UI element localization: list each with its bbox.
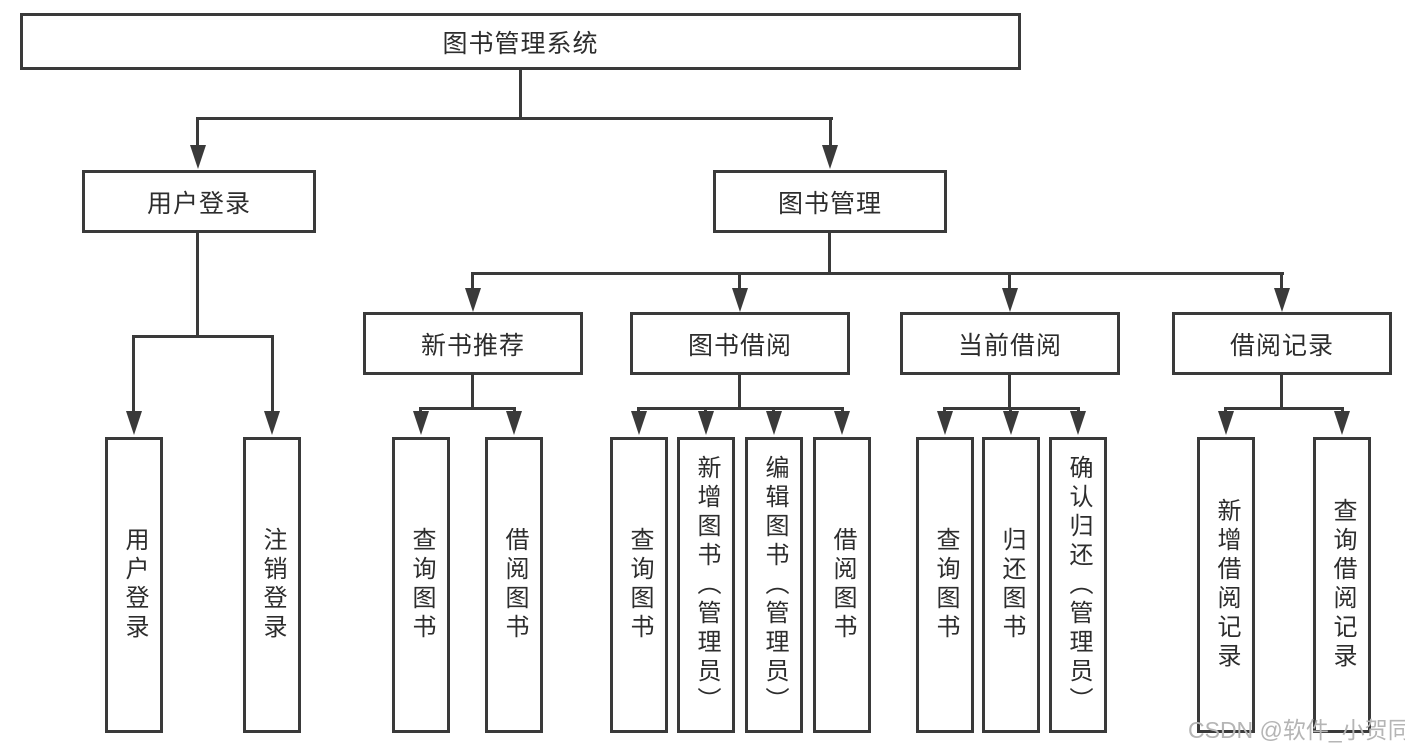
node-label: 新增图书（管理员） xyxy=(693,454,720,716)
connector-book-management-crossbar xyxy=(471,272,1284,275)
node-label: 图书管理系统 xyxy=(442,29,599,58)
arrowhead-down-icon xyxy=(766,411,782,435)
connector-user-login-stem xyxy=(196,233,199,338)
node-label: 用户登录 xyxy=(146,189,251,218)
leaf-logout: 注销登录 xyxy=(243,437,301,733)
node-borrowing-records: 借阅记录 xyxy=(1172,312,1392,375)
node-label: 借阅图书 xyxy=(501,527,528,643)
connector-borrowing-stem xyxy=(738,375,741,410)
node-label: 归还图书 xyxy=(998,527,1025,643)
arrowhead-down-icon xyxy=(126,411,142,435)
node-label: 新书推荐 xyxy=(420,331,525,360)
node-label: 用户登录 xyxy=(121,527,148,643)
node-current-borrowing: 当前借阅 xyxy=(900,312,1120,375)
arrowhead-down-icon xyxy=(1070,411,1086,435)
leaf-confirm-return-admin: 确认归还（管理员） xyxy=(1049,437,1107,733)
node-label: 借阅记录 xyxy=(1229,331,1334,360)
connector-current-stem xyxy=(1008,375,1011,410)
node-library-management-system: 图书管理系统 xyxy=(20,13,1021,70)
connector-drop-leaf xyxy=(132,335,135,413)
node-label: 借阅图书 xyxy=(829,527,856,643)
connector-records-crossbar xyxy=(1224,407,1344,410)
connector-drop-l3 xyxy=(1280,272,1283,292)
node-label: 查询图书 xyxy=(932,527,959,643)
leaf-query-books-borrowing: 查询图书 xyxy=(610,437,668,733)
arrowhead-down-icon xyxy=(190,145,206,169)
node-label: 编辑图书（管理员） xyxy=(761,454,788,716)
leaf-borrow-books-borrowing: 借阅图书 xyxy=(813,437,871,733)
connector-drop-leaf xyxy=(271,335,274,413)
node-book-management: 图书管理 xyxy=(713,170,947,233)
connector-drop-book-management xyxy=(829,117,832,150)
watermark-csdn: CSDN @软件_小贺同学 xyxy=(1188,717,1405,743)
connector-recommendation-crossbar xyxy=(419,407,516,410)
arrowhead-down-icon xyxy=(264,411,280,435)
leaf-borrow-books-recommendation: 借阅图书 xyxy=(485,437,543,733)
arrowhead-down-icon xyxy=(1218,411,1234,435)
leaf-add-borrow-record: 新增借阅记录 xyxy=(1197,437,1255,733)
connector-records-stem xyxy=(1280,375,1283,410)
node-label: 查询借阅记录 xyxy=(1329,498,1356,672)
leaf-return-books: 归还图书 xyxy=(982,437,1040,733)
connector-root-crossbar xyxy=(197,117,833,120)
arrowhead-down-icon xyxy=(465,288,481,312)
node-label: 查询图书 xyxy=(408,527,435,643)
connector-root-stem xyxy=(519,69,522,120)
node-label: 查询图书 xyxy=(626,527,653,643)
node-label: 当前借阅 xyxy=(957,331,1062,360)
node-label: 图书管理 xyxy=(777,189,882,218)
node-new-book-recommendation: 新书推荐 xyxy=(363,312,583,375)
connector-drop-l3 xyxy=(1008,272,1011,292)
arrowhead-down-icon xyxy=(937,411,953,435)
arrowhead-down-icon xyxy=(506,411,522,435)
arrowhead-down-icon xyxy=(1334,411,1350,435)
leaf-add-books-admin: 新增图书（管理员） xyxy=(677,437,735,733)
arrowhead-down-icon xyxy=(698,411,714,435)
node-user-login: 用户登录 xyxy=(82,170,316,233)
leaf-user-login: 用户登录 xyxy=(105,437,163,733)
node-label: 确认归还（管理员） xyxy=(1065,454,1092,716)
leaf-query-borrow-record: 查询借阅记录 xyxy=(1313,437,1371,733)
connector-user-login-crossbar xyxy=(132,335,274,338)
connector-book-management-stem xyxy=(828,233,831,275)
arrowhead-down-icon xyxy=(1003,411,1019,435)
node-label: 新增借阅记录 xyxy=(1213,498,1240,672)
arrowhead-down-icon xyxy=(413,411,429,435)
node-label: 注销登录 xyxy=(259,527,286,643)
arrowhead-down-icon xyxy=(631,411,647,435)
node-label: 图书借阅 xyxy=(687,331,792,360)
connector-recommendation-stem xyxy=(471,375,474,410)
node-book-borrowing: 图书借阅 xyxy=(630,312,850,375)
connector-borrowing-crossbar xyxy=(637,407,844,410)
connector-drop-l3 xyxy=(471,272,474,292)
leaf-query-books-recommendation: 查询图书 xyxy=(392,437,450,733)
arrowhead-down-icon xyxy=(822,145,838,169)
leaf-edit-books-admin: 编辑图书（管理员） xyxy=(745,437,803,733)
connector-drop-l3 xyxy=(738,272,741,292)
leaf-query-books-current: 查询图书 xyxy=(916,437,974,733)
arrowhead-down-icon xyxy=(732,288,748,312)
arrowhead-down-icon xyxy=(834,411,850,435)
arrowhead-down-icon xyxy=(1002,288,1018,312)
connector-drop-user-login xyxy=(196,117,199,150)
arrowhead-down-icon xyxy=(1274,288,1290,312)
